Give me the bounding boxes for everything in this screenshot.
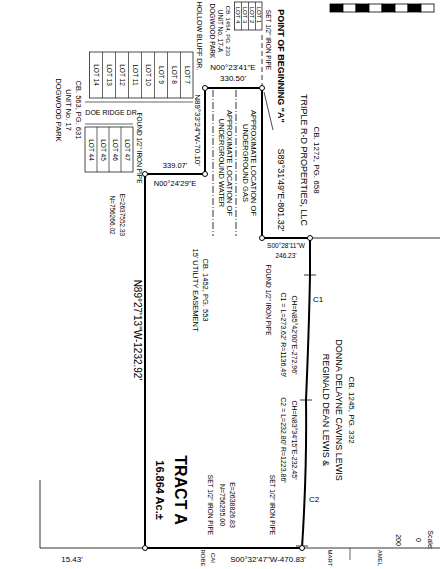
plat-label: MART bbox=[327, 550, 334, 567]
plat-label: 15.43' bbox=[61, 556, 83, 565]
plat-label: LOT 47 bbox=[123, 139, 130, 161]
plat-label: C1 bbox=[313, 296, 323, 305]
plat-label: Scale: bbox=[426, 530, 434, 549]
plat-label: DONNA DELAYNE CAVINS LEWIS bbox=[333, 339, 343, 481]
plat-label: DOGWOOD PARK bbox=[54, 78, 62, 141]
plat-label: FOUND 1/2" IRON PIPE bbox=[264, 265, 271, 336]
water-line bbox=[213, 90, 214, 236]
plat-label: S00°28'11"W bbox=[267, 242, 305, 249]
plat-label: LOT 44 bbox=[87, 139, 94, 161]
plat-label: REGINALD DEAN LEWIS & bbox=[320, 354, 330, 467]
plat-label: AMEL bbox=[377, 550, 384, 566]
plat-label: LOT 46 bbox=[111, 139, 118, 161]
plat-label: POINT OF BEGINNING "A" bbox=[275, 9, 285, 123]
plat-label: E=2637552.33 bbox=[118, 194, 125, 236]
plat-label: FOUND 1/2" IRON PIPE bbox=[135, 113, 142, 184]
gas-line bbox=[236, 90, 237, 236]
plat-label: ROBE bbox=[200, 549, 207, 566]
plat-label: LOT 1 bbox=[256, 7, 263, 24]
curve-ticks bbox=[296, 275, 316, 546]
plat-label: S89°31'49"E-801.32' bbox=[275, 149, 285, 232]
tract-boundary bbox=[145, 88, 310, 548]
plat-label: LOT 3 bbox=[242, 7, 249, 24]
plat-label: LOT 4 bbox=[235, 7, 242, 24]
plat-label: HOLLOW BLUFF DR. bbox=[195, 2, 203, 70]
plat-label: CB. 1454, PG. 233 bbox=[225, 6, 232, 56]
plat-label: C2 bbox=[309, 496, 319, 505]
plat-label: N00°23'41"E bbox=[210, 64, 255, 73]
plat-label: N=756266.02 bbox=[108, 195, 115, 234]
plat-label: TRIPLE R-D PROPERTIES, LLC bbox=[298, 94, 308, 226]
plat-label: C2 = L=232.80' R=1223.86' bbox=[279, 397, 287, 482]
plat-label: CB. 1245, PG. 332 bbox=[347, 376, 356, 443]
plat-label: APPROXIMATE LOCATION OF UNDERGROUND GAS bbox=[241, 104, 258, 222]
plat-label: TRACT A bbox=[171, 455, 189, 525]
plat-label: LOT 2 bbox=[249, 7, 256, 24]
plat-label: UNIT No. 17-A bbox=[216, 10, 223, 53]
lot-lines bbox=[40, 2, 440, 560]
plat-label: CB. 1272, PG. 658 bbox=[312, 126, 321, 193]
plat-label: N=756295.00 bbox=[218, 484, 226, 526]
plat-label: LOT 14 bbox=[92, 64, 99, 86]
plat-label: CB. 1452, PG. 553 bbox=[201, 259, 209, 322]
plat-label: 15' UTILITY EASEMENT bbox=[191, 249, 199, 332]
plat-label: CH=N85°42'00"E-272.96' bbox=[290, 296, 298, 375]
scale-bar bbox=[330, 4, 434, 12]
plat-label: LOT 45 bbox=[99, 139, 106, 161]
plat-label: S00°32'47"W-470.83' bbox=[230, 556, 306, 565]
plat-label: 339.07' bbox=[163, 162, 187, 170]
plat-label: N89°33'24"W-70.10' bbox=[193, 94, 202, 166]
plat-label: SET 1/2" IRON PIPE bbox=[264, 10, 271, 70]
plat-label: UNIT No. 17 bbox=[64, 89, 72, 131]
plat-label: SET 1/2" IRON PIPE bbox=[268, 475, 275, 535]
plat-label: 330.50' bbox=[220, 75, 246, 84]
plat-label: LOT 10 bbox=[144, 64, 151, 86]
plat-label: CH=N83°34'15"E-232.45' bbox=[290, 401, 298, 480]
plat-label: LOT 9 bbox=[157, 66, 164, 84]
plat-label: LOT 11 bbox=[131, 64, 138, 85]
plat-label: N00°24'29"E bbox=[154, 180, 197, 188]
plat-label: LOT 8 bbox=[170, 66, 177, 84]
plat-label: 0 bbox=[414, 538, 422, 542]
plat-label: E=2638826.83 bbox=[228, 482, 236, 528]
plat-label: 246.23' bbox=[275, 252, 296, 259]
plat-label: LOT 7 bbox=[183, 66, 190, 84]
plat-label: 16.864 Ac.± bbox=[154, 460, 166, 519]
plat-label: C1 = L=273.62' R=1136.49' bbox=[279, 293, 287, 378]
plat-label: CB. 563, PG. 631 bbox=[74, 81, 82, 140]
plat-label: DOGWOOD PARK bbox=[208, 4, 215, 59]
iron-pipes bbox=[143, 86, 313, 551]
plat-label: SET 1/2" IRON PIPE bbox=[206, 475, 213, 535]
plat-label: CAI bbox=[210, 553, 217, 563]
plat-label: LOT 12 bbox=[118, 64, 125, 86]
plat-label: N89°27'13"W-1232.92' bbox=[132, 280, 143, 381]
plat-label: APPROXIMATE LOCATION OF UNDERGROUND WATE… bbox=[217, 104, 234, 222]
plat-label: 200 bbox=[394, 534, 402, 546]
plat-label: LOT 13 bbox=[105, 64, 112, 86]
plat-label: DOE RIDGE DR. bbox=[85, 109, 138, 117]
